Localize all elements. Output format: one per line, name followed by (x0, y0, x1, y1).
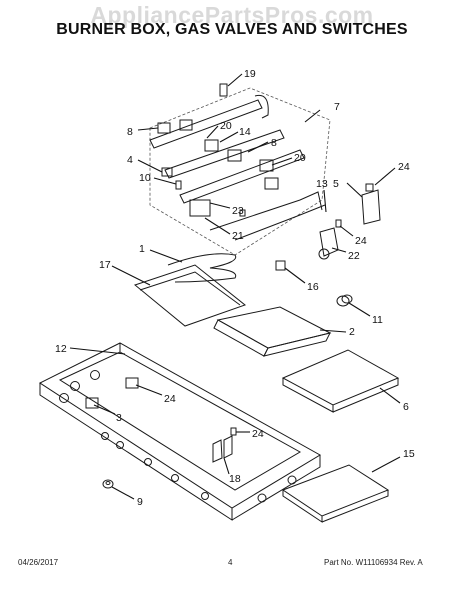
knob-bushing-11 (336, 294, 353, 307)
callout-20: 20 (220, 120, 232, 132)
panel-2 (213, 306, 332, 357)
callout-1: 1 (139, 243, 145, 255)
callout-3: 3 (116, 412, 122, 424)
callout-24d: 24 (252, 428, 264, 440)
callout-23: 23 (232, 205, 244, 217)
callout-9: 9 (137, 496, 143, 508)
callout-18: 18 (229, 473, 241, 485)
footer-date: 04/26/2017 (18, 558, 59, 567)
callout-8b: 8 (271, 137, 277, 149)
callout-7: 7 (334, 101, 340, 113)
footer-page-number: 4 (228, 558, 233, 567)
panel-15 (281, 464, 390, 523)
callout-labels: 19 7 8 20 14 8 4 20 10 24 13 5 23 21 24 … (55, 68, 415, 508)
callout-13: 13 (316, 178, 328, 190)
callout-11: 11 (372, 314, 383, 326)
callout-8: 8 (127, 126, 133, 138)
callout-19: 19 (244, 68, 256, 80)
footer-part-info: Part No. W11106934 Rev. A (324, 558, 423, 567)
callout-24c: 24 (164, 393, 176, 405)
callout-15: 15 (403, 448, 415, 460)
gas-manifold-assembly (149, 83, 381, 260)
callout-20b: 20 (294, 152, 306, 164)
leader-lines (69, 73, 401, 500)
callout-24b: 24 (355, 235, 367, 247)
nut-9 (102, 479, 114, 489)
fitting-16 (275, 260, 286, 271)
callout-24a: 24 (398, 161, 410, 173)
page-title: BURNER BOX, GAS VALVES AND SWITCHES (56, 21, 408, 38)
heating-element-1 (167, 253, 237, 283)
watermark: AppliancePartsPros.com (90, 2, 374, 28)
callout-17: 17 (99, 259, 111, 271)
callout-22: 22 (348, 250, 360, 262)
callout-5: 5 (333, 178, 339, 190)
callout-6: 6 (403, 401, 409, 413)
burner-box-chassis-12 (38, 342, 321, 521)
callout-10: 10 (139, 172, 151, 184)
callout-4: 4 (127, 154, 133, 166)
callout-12: 12 (55, 343, 67, 355)
callout-16: 16 (307, 281, 319, 293)
callout-2: 2 (349, 326, 355, 338)
callout-14: 14 (239, 126, 251, 138)
callout-21: 21 (232, 230, 244, 242)
bracket-18 (212, 427, 237, 463)
heat-shield-17 (133, 264, 247, 327)
panel-6 (281, 349, 400, 413)
